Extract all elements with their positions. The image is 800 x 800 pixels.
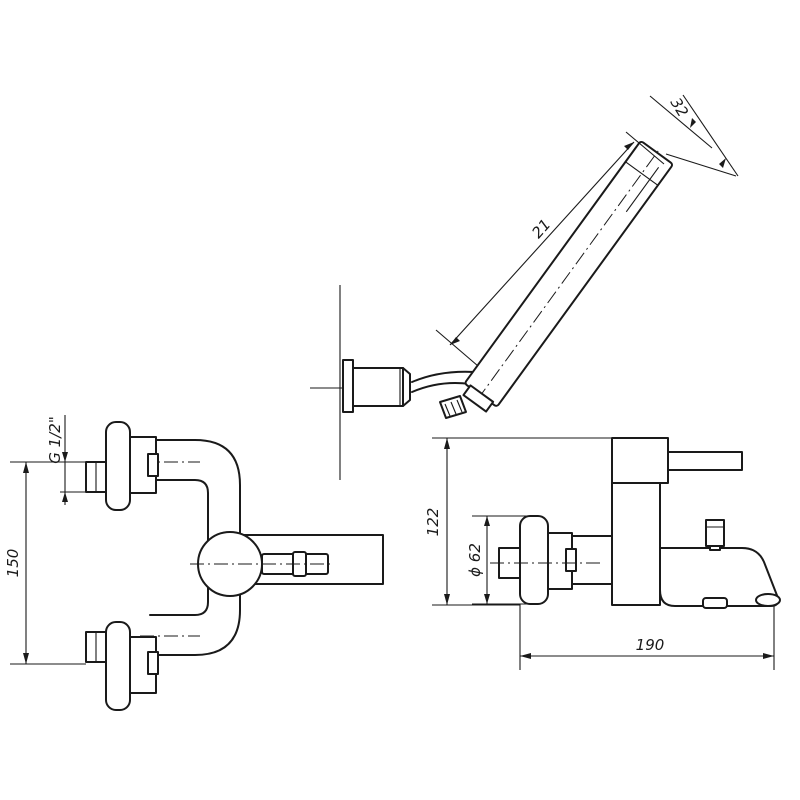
side-view: 122 ϕ 62 190 bbox=[424, 437, 781, 670]
shower-length-label: 21 bbox=[528, 216, 554, 242]
hand-shower-view: 21 32 bbox=[310, 94, 739, 480]
shower-diameter-label: 32 bbox=[667, 94, 692, 120]
handle-knob bbox=[197, 531, 263, 597]
height-right-label: 122 bbox=[424, 508, 442, 537]
spout-length-label: 190 bbox=[636, 636, 665, 654]
side-lever bbox=[667, 451, 743, 471]
bottom-flange bbox=[105, 621, 131, 711]
thread-label: G 1/2" bbox=[46, 416, 64, 463]
holder-body bbox=[352, 367, 404, 407]
diverter-knob bbox=[705, 519, 725, 547]
mixer-body bbox=[611, 482, 661, 606]
side-flange bbox=[519, 515, 549, 605]
top-flange bbox=[105, 421, 131, 511]
diameter-label: ϕ 62 bbox=[466, 543, 484, 577]
cartridge-cap bbox=[611, 437, 669, 484]
top-view: G 1/2" 150 bbox=[4, 415, 384, 711]
holder-plate bbox=[342, 359, 354, 413]
height-left-label: 150 bbox=[4, 549, 22, 578]
shower-length-dim bbox=[449, 141, 635, 346]
body-pipe-inner bbox=[149, 479, 209, 616]
shower-hose bbox=[411, 370, 476, 383]
